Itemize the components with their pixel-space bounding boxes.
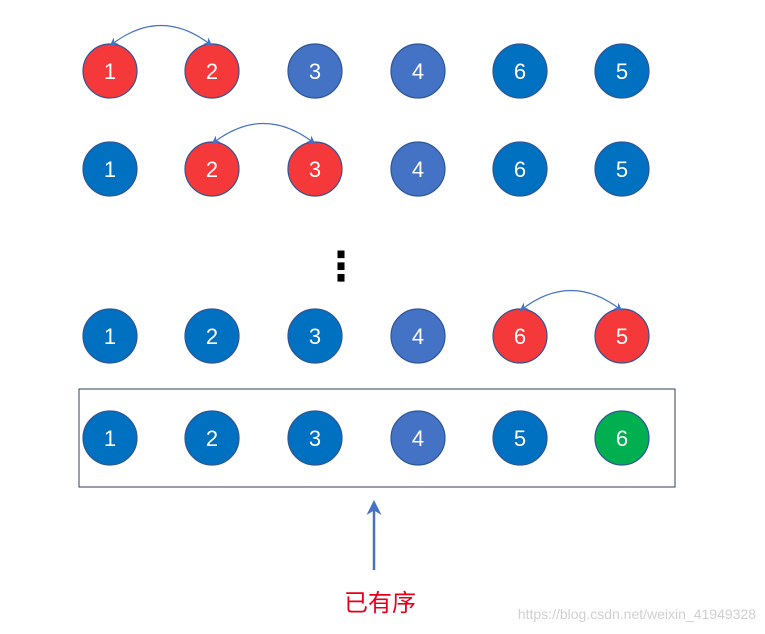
node-circle-muted	[390, 410, 446, 466]
node-label: 4	[412, 157, 424, 182]
node-label: 2	[206, 59, 218, 84]
node-label: 4	[412, 324, 424, 349]
node-circle-unsorted	[184, 410, 240, 466]
node-circle-muted	[390, 141, 446, 197]
sort-step-4: 1 2 3 4 5 6	[82, 410, 650, 466]
number-node: 3	[287, 43, 343, 99]
node-circle-muted	[287, 43, 343, 99]
node-circle-unsorted	[492, 43, 548, 99]
number-node: 4	[390, 410, 446, 466]
number-node: 1	[82, 43, 138, 99]
node-label: 6	[514, 324, 526, 349]
watermark: https://blog.csdn.net/weixin_41949328	[518, 606, 756, 622]
number-node: 6	[492, 308, 548, 364]
number-node: 5	[594, 308, 650, 364]
node-label: 3	[309, 157, 321, 182]
node-label: 5	[616, 59, 628, 84]
number-node: 1	[82, 308, 138, 364]
rows-layer: 1 2 3 4 6 5 1 2 3 4 6 5 1 2 3 4 6 5 1 2 3 4 5 6	[82, 25, 650, 466]
node-circle-unsorted	[184, 308, 240, 364]
ellipsis-indicator: ⋮	[321, 244, 361, 290]
number-node: 1	[82, 410, 138, 466]
sort-step-2: 1 2 3 4 6 5	[82, 123, 650, 197]
number-node: 4	[390, 308, 446, 364]
node-label: 5	[616, 324, 628, 349]
node-label: 5	[616, 157, 628, 182]
node-circle-unsorted	[82, 141, 138, 197]
number-node: 3	[287, 141, 343, 197]
node-circle-muted	[390, 43, 446, 99]
node-label: 1	[104, 157, 116, 182]
sorted-row-box	[78, 388, 676, 488]
node-label: 4	[412, 426, 424, 451]
sorted-caption: 已有序	[344, 589, 416, 617]
node-circle-unsorted	[287, 308, 343, 364]
number-node: 2	[184, 43, 240, 99]
number-node: 2	[184, 141, 240, 197]
node-circle-unsorted	[287, 410, 343, 466]
node-circle-unsorted	[492, 141, 548, 197]
node-label: 2	[206, 324, 218, 349]
node-circle-unsorted	[492, 410, 548, 466]
sort-step-1: 1 2 3 4 6 5	[82, 25, 650, 99]
node-circle-unsorted	[82, 410, 138, 466]
number-node: 1	[82, 141, 138, 197]
node-label: 5	[514, 426, 526, 451]
swap-arrow	[519, 290, 623, 312]
number-node: 3	[287, 308, 343, 364]
number-node: 4	[390, 141, 446, 197]
node-label: 2	[206, 426, 218, 451]
number-node: 4	[390, 43, 446, 99]
number-node: 6	[492, 43, 548, 99]
node-label: 4	[412, 59, 424, 84]
number-node: 6	[594, 410, 650, 466]
node-label: 3	[309, 426, 321, 451]
node-label: 6	[514, 59, 526, 84]
number-node: 5	[594, 43, 650, 99]
number-node: 5	[594, 141, 650, 197]
number-node: 6	[492, 141, 548, 197]
node-circle-unsorted	[594, 43, 650, 99]
node-label: 6	[514, 157, 526, 182]
number-node: 3	[287, 410, 343, 466]
node-label: 1	[104, 324, 116, 349]
node-label: 3	[309, 324, 321, 349]
sort-step-3: 1 2 3 4 6 5	[82, 290, 650, 364]
node-circle-sorted	[594, 410, 650, 466]
node-label: 6	[616, 426, 628, 451]
node-circle-unsorted	[594, 141, 650, 197]
number-node: 2	[184, 410, 240, 466]
node-label: 1	[104, 59, 116, 84]
node-label: 2	[206, 157, 218, 182]
node-label: 3	[309, 59, 321, 84]
node-circle-muted	[390, 308, 446, 364]
swap-arrow	[211, 123, 316, 145]
number-node: 2	[184, 308, 240, 364]
node-circle-unsorted	[82, 308, 138, 364]
number-node: 5	[492, 410, 548, 466]
node-label: 1	[104, 426, 116, 451]
swap-arrow	[109, 25, 213, 47]
